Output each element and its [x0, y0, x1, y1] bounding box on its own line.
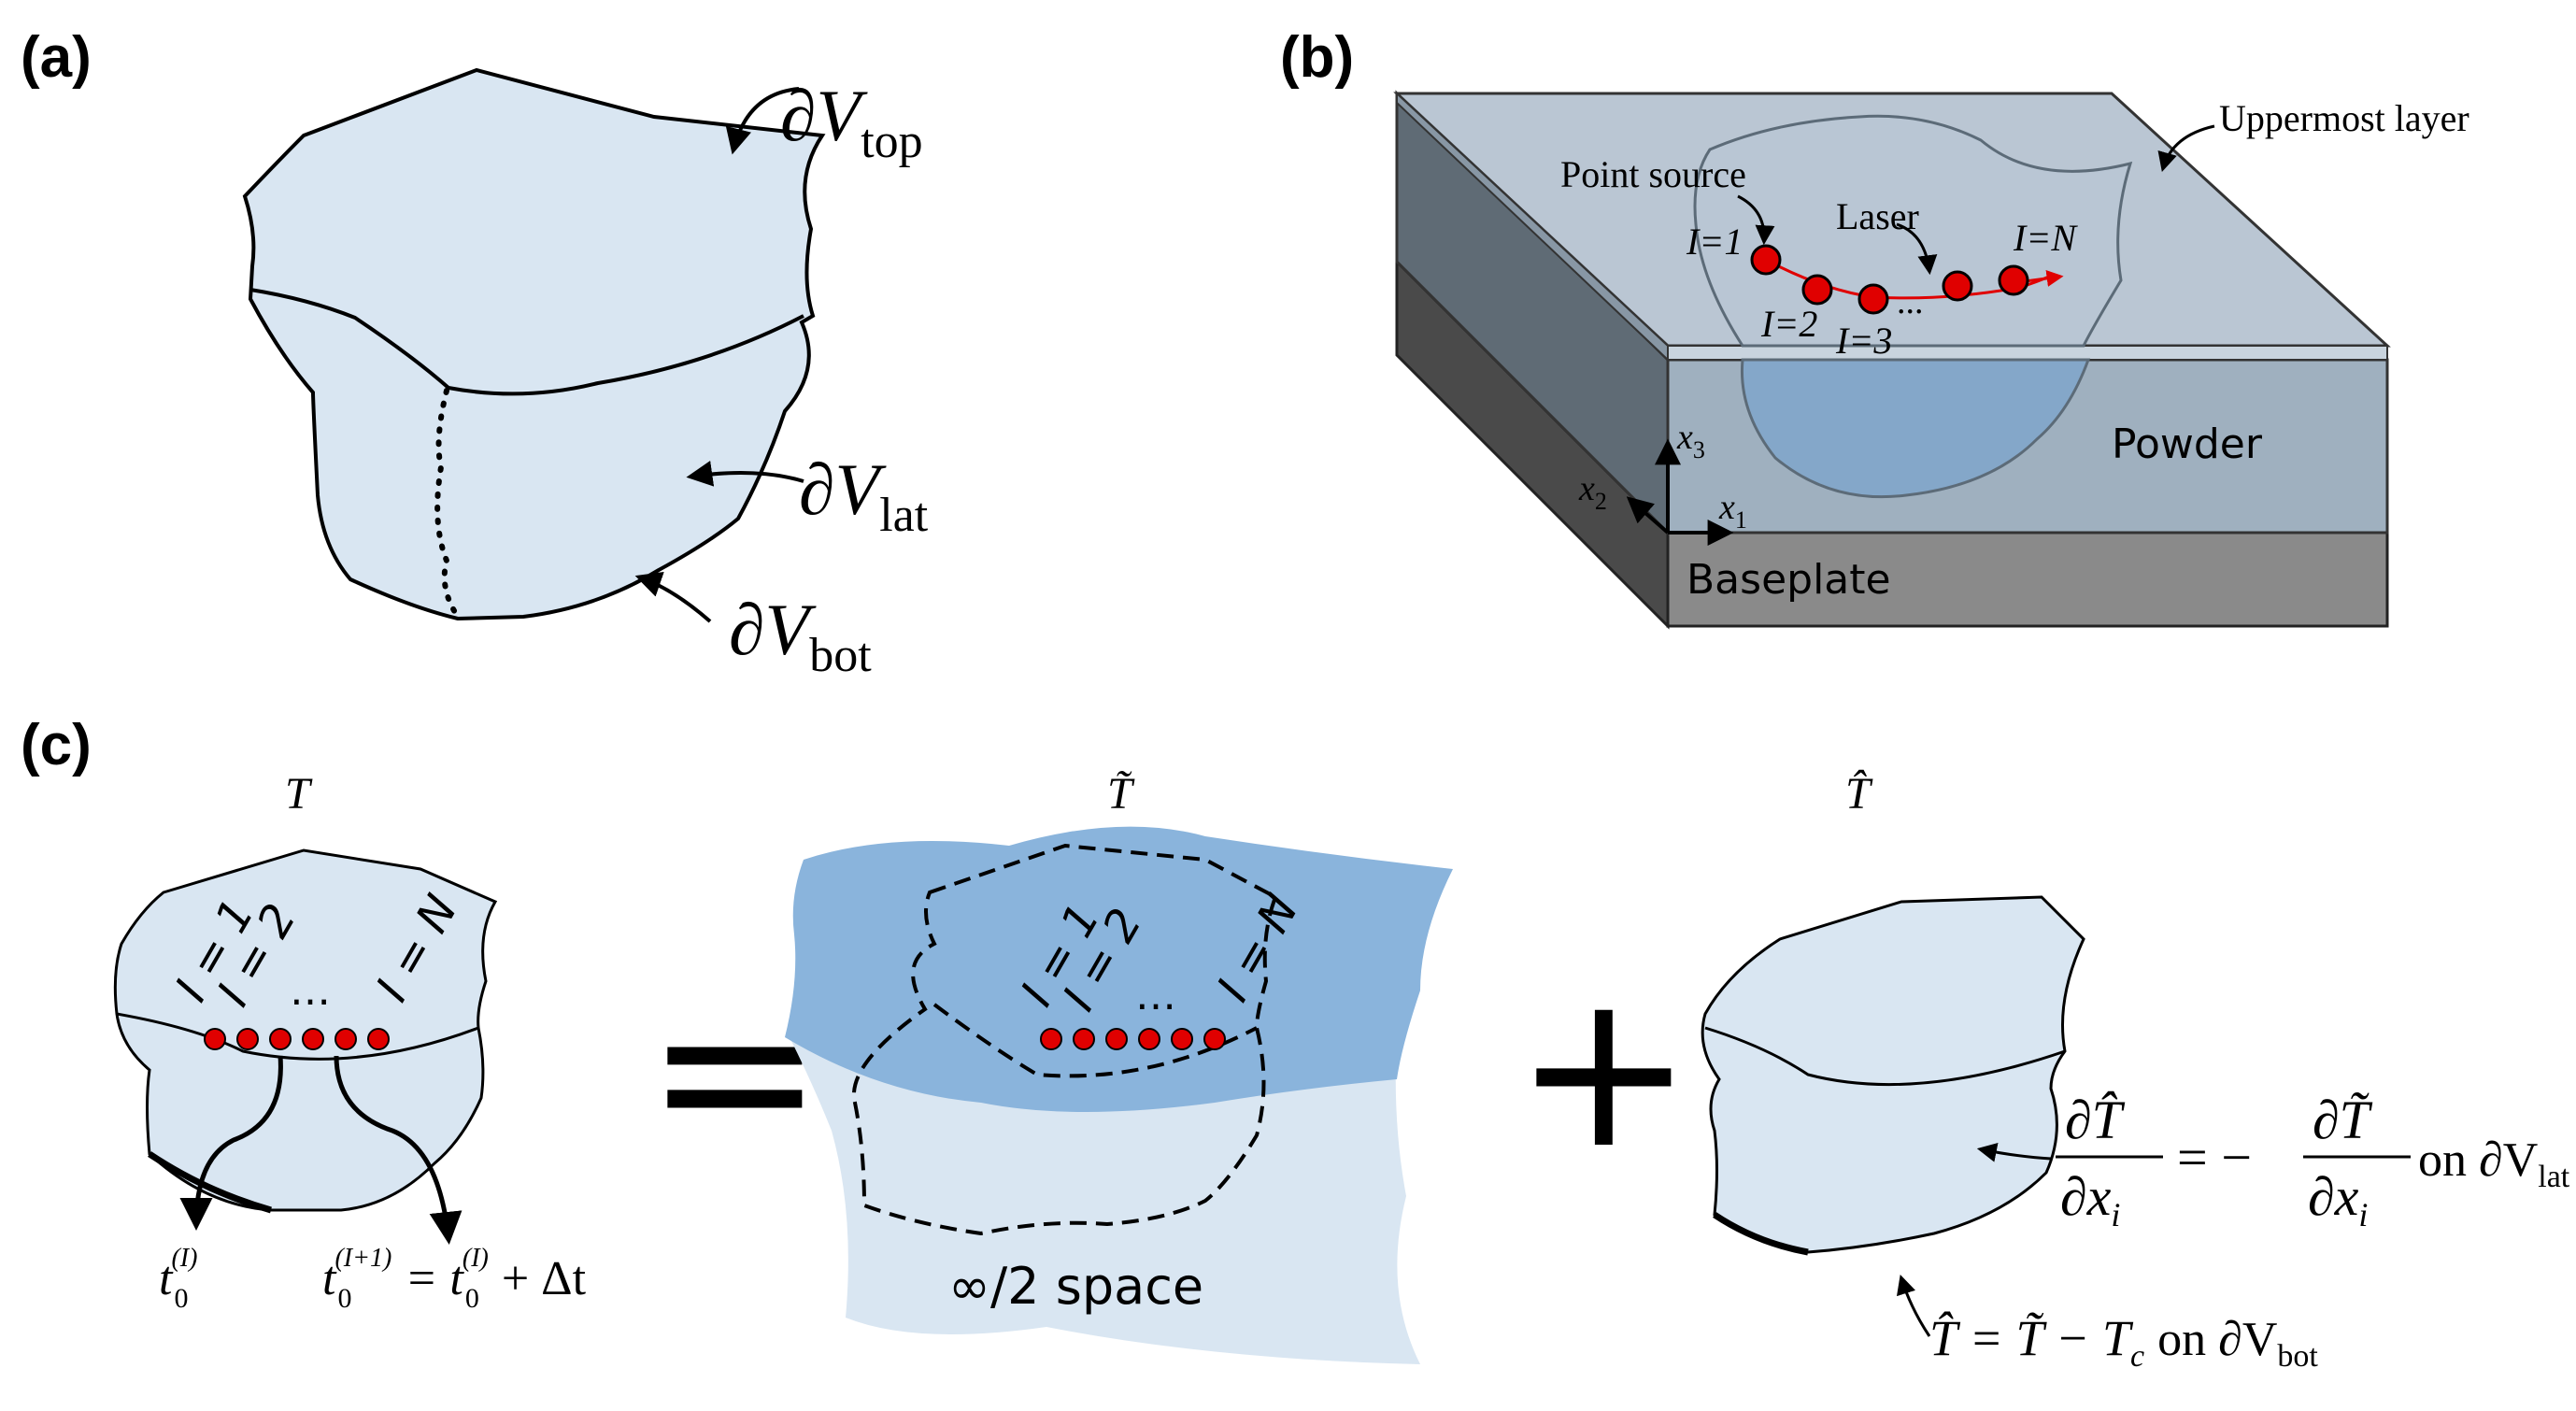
- laser-dot: [1857, 283, 1889, 315]
- panel-a-label: (a): [21, 25, 92, 90]
- plus-sign: +: [1514, 947, 1694, 1196]
- arrow-t0: [179, 1055, 283, 1231]
- axis-x3-label: x3: [1676, 418, 1705, 463]
- block-T: [113, 848, 498, 1212]
- laser-dot: [1942, 270, 1973, 302]
- panel-b: (b) Point source Laser Uppermost layer I…: [1280, 25, 2469, 630]
- lateral-dotted-edge: [434, 388, 461, 620]
- panel-c: (c) T I = 1 I = 2 I = N … t0(I) t0(I+1)=…: [21, 713, 2570, 1374]
- dashed-domain-outline: [851, 843, 1278, 1236]
- panel-c-label: (c): [21, 713, 92, 777]
- label-I1: I=1: [1686, 221, 1743, 263]
- domain-block: [242, 67, 826, 621]
- label-dV-top: ∂Vtop: [780, 75, 923, 168]
- arrow-top: [725, 87, 800, 155]
- label-IN: I=N: [2013, 217, 2078, 259]
- laser-dot: [1998, 264, 2029, 296]
- label-dV-bot: ∂Vbot: [729, 589, 872, 682]
- label-point-source: Point source: [1560, 153, 1746, 195]
- arrow-laser: [1896, 222, 1938, 276]
- label-dots: ...: [1897, 282, 1924, 321]
- uppermost-layer-side: [1667, 345, 2388, 361]
- block-T-bottom-edge: [148, 1151, 272, 1214]
- label-t0-next: t0(I+1)= t0(I)+ Δt: [322, 1244, 587, 1314]
- axis-x2-label: x2: [1578, 469, 1607, 515]
- top-surface-edge: [249, 288, 804, 396]
- label-I3: I=3: [1835, 320, 1892, 362]
- label-dV-lat: ∂Vlat: [799, 449, 929, 542]
- melt-region-below: [1740, 358, 2091, 499]
- arrow-bot: [634, 572, 712, 623]
- label-laser: Laser: [1836, 195, 1919, 237]
- half-space-upper: [785, 826, 1453, 1112]
- axis-x1-label: x1: [1718, 488, 1747, 534]
- title-T: T: [285, 769, 313, 819]
- label-uppermost-layer: Uppermost layer: [2219, 97, 2469, 139]
- label-t0: t0(I): [159, 1244, 197, 1314]
- svg-text:…: …: [1135, 972, 1176, 1019]
- laser-dot: [1750, 244, 1782, 276]
- title-T-hat: T̂: [1845, 768, 1873, 819]
- bc-lateral-equation: ∂T̂ ∂xi = − ∂T̃ ∂xi on ∂Vlat: [2056, 1090, 2570, 1233]
- laser-dot: [1801, 274, 1833, 306]
- arrow-point-source: [1737, 194, 1775, 246]
- label-baseplate: Baseplate: [1686, 556, 1891, 604]
- title-T-tilde: T̃: [1107, 769, 1135, 819]
- label-I2: I=2: [1760, 303, 1817, 345]
- half-space-dots: [1040, 1028, 1226, 1050]
- svg-text:∂T̂: ∂T̂: [2065, 1090, 2126, 1150]
- arrow-t0-next: [334, 1055, 463, 1245]
- label-powder: Powder: [2112, 420, 2263, 468]
- coordinate-axes: [1626, 438, 1734, 546]
- svg-text:= −: = −: [2177, 1127, 2252, 1188]
- block-T-hat-top-edge: [1704, 1026, 2066, 1087]
- svg-text:on ∂Vlat: on ∂Vlat: [2418, 1133, 2570, 1194]
- arrow-bc-bot: [1896, 1274, 1931, 1337]
- svg-text:∂xi: ∂xi: [2308, 1166, 2368, 1233]
- block-T-dots: [204, 1028, 390, 1050]
- arrow-lat: [686, 460, 804, 487]
- block-T-hat-bottom-edge: [1713, 1212, 1809, 1256]
- dashed-top-edge: [932, 1003, 1258, 1078]
- panel-a: (a) ∂Vtop ∂Vlat ∂Vbot: [21, 25, 929, 682]
- half-space-lower: [790, 1037, 1420, 1364]
- block-T-hat: [1701, 895, 2085, 1254]
- label-half-space: ∞/2 space: [948, 1257, 1203, 1316]
- block-T-top-edge: [116, 1012, 479, 1061]
- svg-text:…: …: [290, 967, 331, 1015]
- svg-text:∂T̃: ∂T̃: [2313, 1090, 2373, 1150]
- svg-text:∂xi: ∂xi: [2060, 1166, 2120, 1233]
- arrow-bc-lat: [1976, 1142, 2052, 1162]
- panel-b-label: (b): [1280, 25, 1354, 90]
- arrow-uppermost: [2157, 124, 2215, 173]
- uppermost-layer-left: [1396, 91, 1669, 363]
